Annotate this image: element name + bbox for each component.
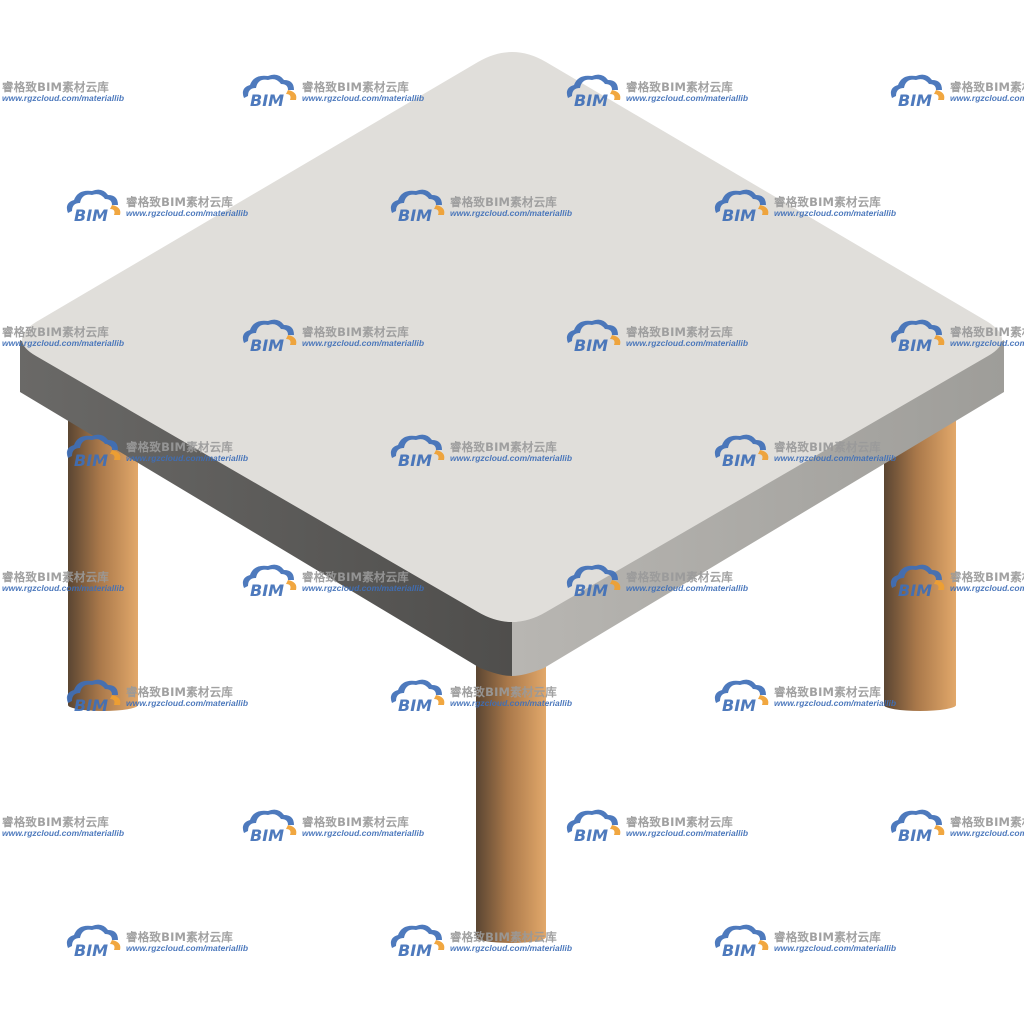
tabletop-edge-right: [512, 340, 1004, 676]
table-leg-back-right: [884, 420, 956, 711]
table-leg-back-left: [68, 420, 138, 711]
tabletop-edge-left: [20, 340, 512, 676]
table-leg-front: [476, 640, 546, 943]
tabletop-surface: [22, 52, 1002, 622]
